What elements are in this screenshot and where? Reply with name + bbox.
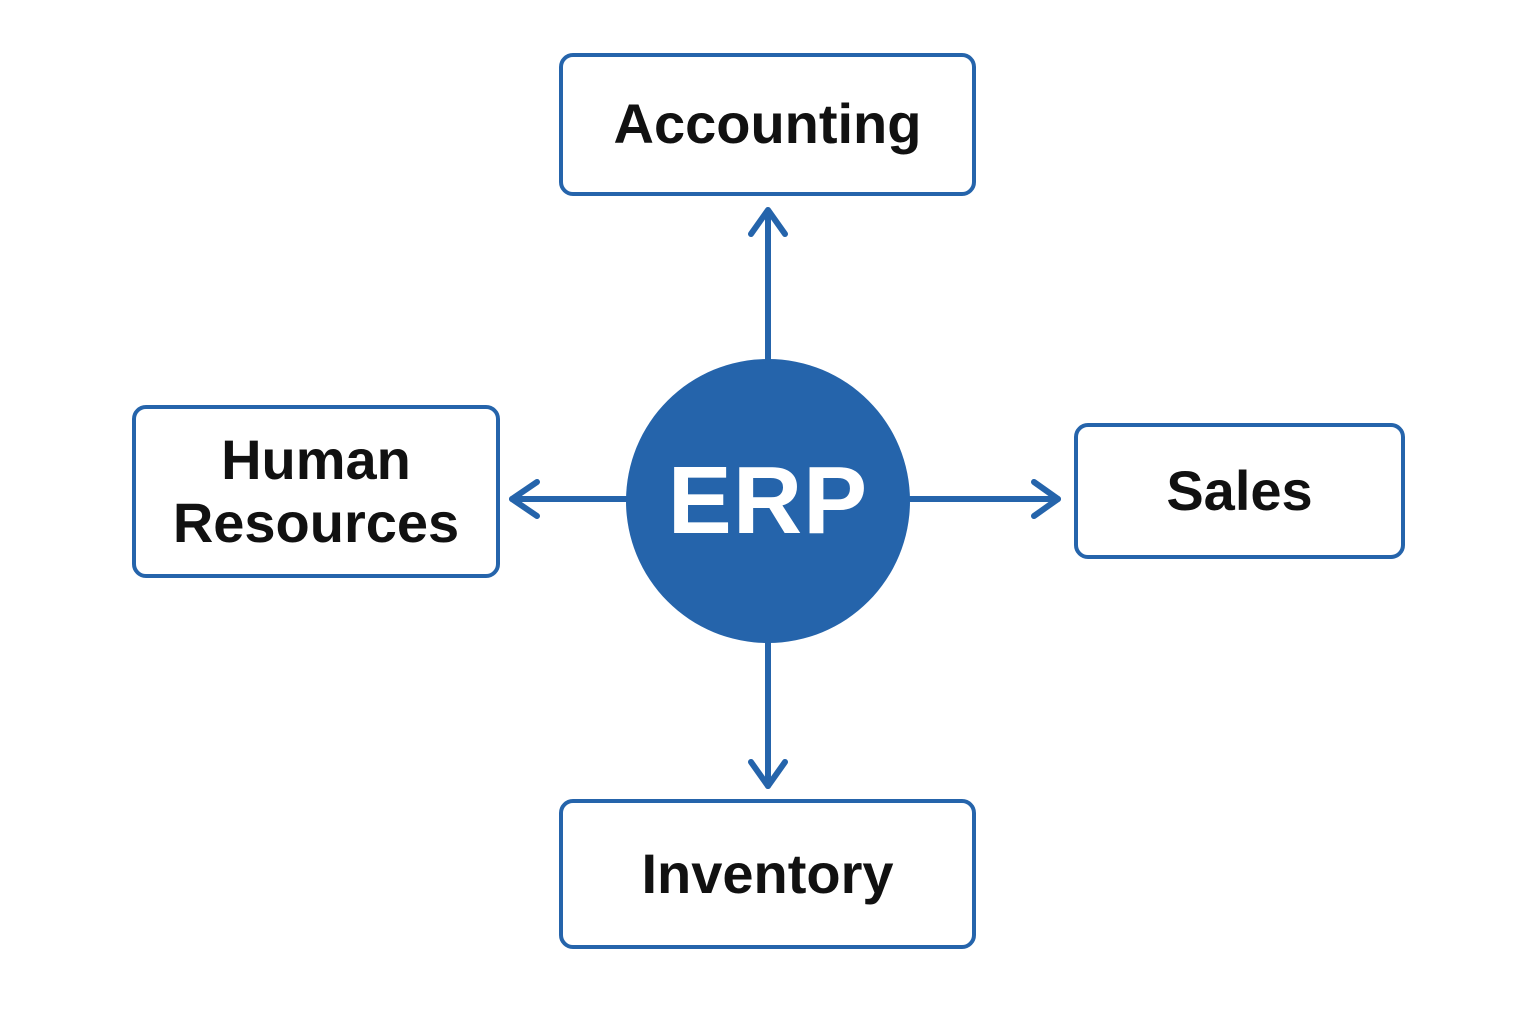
- erp-hub-label: ERP: [667, 447, 869, 554]
- arrowhead-down-icon: [748, 759, 788, 789]
- module-human-resources: Human Resources: [132, 405, 500, 578]
- arrowhead-up-icon: [748, 207, 788, 237]
- module-accounting-label: Accounting: [613, 92, 922, 156]
- module-accounting: Accounting: [559, 53, 976, 196]
- erp-hub-circle: [626, 359, 910, 643]
- module-inventory-label: Inventory: [641, 841, 894, 905]
- module-sales: Sales: [1074, 423, 1405, 559]
- module-inventory: Inventory: [559, 799, 976, 949]
- module-hr-label-line2: Resources: [172, 490, 460, 554]
- module-hr-label-line1: Human: [221, 427, 411, 491]
- arrowhead-left-icon: [509, 479, 540, 519]
- arrowhead-right-icon: [1031, 479, 1061, 519]
- module-sales-label: Sales: [1166, 458, 1313, 522]
